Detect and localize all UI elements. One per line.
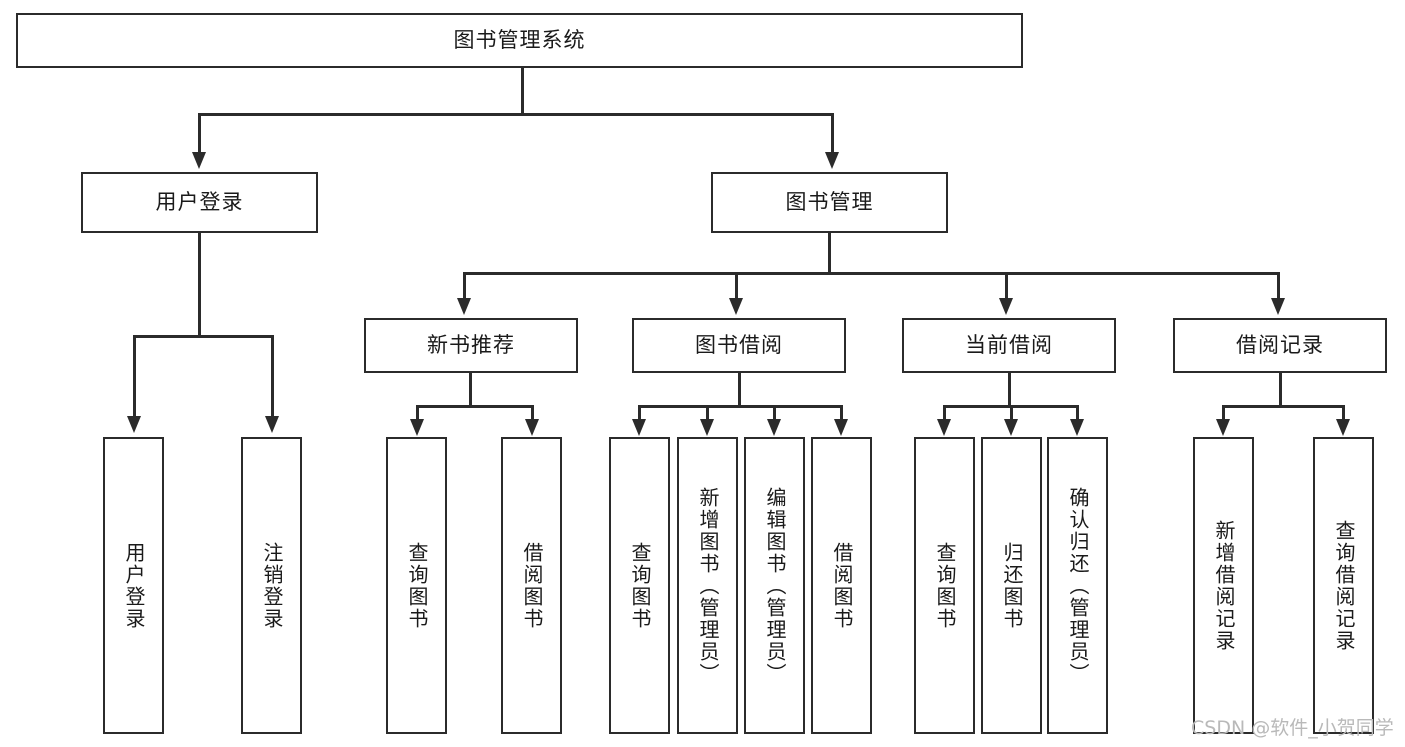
leaf-new-book-recommend-1[interactable]: 借阅图书 <box>501 437 562 734</box>
node-label: 查询图书 <box>933 541 957 630</box>
leaf-borrow-record-0[interactable]: 新增借阅记录 <box>1193 437 1254 734</box>
node-book-borrow[interactable]: 图书借阅 <box>632 318 846 373</box>
edge-book-borrow-to-leaf-0 <box>638 405 641 421</box>
edge-bm-to-new-book <box>463 272 466 300</box>
edge-borrow-record-to-leaf-1 <box>1342 405 1345 421</box>
edge-new-book-to-leaf-1 <box>531 405 534 421</box>
edge-book-borrow-bus <box>638 405 843 408</box>
watermark-text: CSDN @软件_小贺同学 <box>1191 717 1394 739</box>
node-label: 查询借阅记录 <box>1332 519 1356 652</box>
node-label: 用户登录 <box>122 541 146 630</box>
edge-root-stem <box>521 68 524 113</box>
edge-new-book-bus <box>416 405 534 408</box>
leaf-book-borrow-2[interactable]: 编辑图书（管理员） <box>744 437 805 734</box>
leaf-borrow-record-1[interactable]: 查询借阅记录 <box>1313 437 1374 734</box>
leaf-new-book-recommend-0[interactable]: 查询图书 <box>386 437 447 734</box>
arrow-book-borrow-to-leaf-0-icon <box>632 419 646 436</box>
node-label: 图书管理系统 <box>453 27 586 52</box>
node-book-management[interactable]: 图书管理 <box>711 172 948 233</box>
edge-root-bus <box>198 113 834 116</box>
edge-bm-to-borrow-record <box>1277 272 1280 300</box>
node-label: 新增借阅记录 <box>1212 519 1236 652</box>
edge-current-borrow-to-leaf-0 <box>943 405 946 421</box>
node-label: 注销登录 <box>260 541 284 630</box>
node-label: 确认归还（管理员） <box>1066 486 1090 685</box>
arrow-bm-to-current-borrow-icon <box>999 298 1013 315</box>
arrow-bm-to-book-borrow-icon <box>729 298 743 315</box>
node-label: 借阅图书 <box>520 541 544 630</box>
leaf-user-login-0[interactable]: 用户登录 <box>103 437 164 734</box>
edge-current-borrow-stem <box>1008 373 1011 405</box>
arrow-book-borrow-to-leaf-1-icon <box>700 419 714 436</box>
node-label: 查询图书 <box>405 541 429 630</box>
node-label: 用户登录 <box>155 189 244 214</box>
node-label: 查询图书 <box>628 541 652 630</box>
edge-borrow-record-to-leaf-0 <box>1222 405 1225 421</box>
node-label: 当前借阅 <box>965 332 1053 357</box>
edge-current-borrow-to-leaf-2 <box>1076 405 1079 421</box>
edge-user-login-stem <box>198 233 201 335</box>
edge-current-borrow-to-leaf-1 <box>1010 405 1013 421</box>
arrow-book-borrow-to-leaf-3-icon <box>834 419 848 436</box>
edge-root-to-user-login <box>198 113 201 153</box>
node-label: 新书推荐 <box>427 332 515 357</box>
edge-book-borrow-to-leaf-1 <box>706 405 709 421</box>
arrow-borrow-record-to-leaf-1-icon <box>1336 419 1350 436</box>
leaf-user-login-1[interactable]: 注销登录 <box>241 437 302 734</box>
edge-borrow-record-stem <box>1279 373 1282 405</box>
arrow-root-to-book-management-icon <box>825 152 839 169</box>
node-current-borrow[interactable]: 当前借阅 <box>902 318 1116 373</box>
arrow-new-book-to-leaf-0-icon <box>410 419 424 436</box>
arrow-user-login-to-leaf-1-icon <box>265 416 279 433</box>
node-new-book-recommend[interactable]: 新书推荐 <box>364 318 578 373</box>
arrow-current-borrow-to-leaf-1-icon <box>1004 419 1018 436</box>
node-label: 借阅图书 <box>830 541 854 630</box>
edge-book-borrow-to-leaf-2 <box>773 405 776 421</box>
node-user-login[interactable]: 用户登录 <box>81 172 318 233</box>
edge-user-login-to-leaf-0 <box>133 335 136 418</box>
leaf-current-borrow-0[interactable]: 查询图书 <box>914 437 975 734</box>
node-label: 编辑图书（管理员） <box>763 486 787 685</box>
edge-new-book-stem <box>469 373 472 405</box>
arrow-bm-to-borrow-record-icon <box>1271 298 1285 315</box>
arrow-new-book-to-leaf-1-icon <box>525 419 539 436</box>
edge-bm-to-book-borrow <box>735 272 738 300</box>
edge-user-login-to-leaf-1 <box>271 335 274 418</box>
node-root-library-management-system[interactable]: 图书管理系统 <box>16 13 1023 68</box>
leaf-book-borrow-1[interactable]: 新增图书（管理员） <box>677 437 738 734</box>
node-borrow-record[interactable]: 借阅记录 <box>1173 318 1387 373</box>
arrow-book-borrow-to-leaf-2-icon <box>767 419 781 436</box>
edge-root-to-book-management <box>831 113 834 153</box>
leaf-current-borrow-1[interactable]: 归还图书 <box>981 437 1042 734</box>
arrow-bm-to-new-book-icon <box>457 298 471 315</box>
edge-user-login-bus <box>133 335 274 338</box>
node-label: 归还图书 <box>1000 541 1024 630</box>
edge-borrow-record-bus <box>1222 405 1344 408</box>
edge-bm-to-current-borrow <box>1005 272 1008 300</box>
leaf-book-borrow-0[interactable]: 查询图书 <box>609 437 670 734</box>
edge-book-borrow-to-leaf-3 <box>840 405 843 421</box>
node-label: 图书借阅 <box>695 332 783 357</box>
edge-book-management-bus <box>463 272 1280 275</box>
leaf-current-borrow-2[interactable]: 确认归还（管理员） <box>1047 437 1108 734</box>
arrow-root-to-user-login-icon <box>192 152 206 169</box>
leaf-book-borrow-3[interactable]: 借阅图书 <box>811 437 872 734</box>
node-label: 图书管理 <box>785 189 874 214</box>
arrow-borrow-record-to-leaf-0-icon <box>1216 419 1230 436</box>
node-label: 新增图书（管理员） <box>696 486 720 685</box>
arrow-current-borrow-to-leaf-2-icon <box>1070 419 1084 436</box>
edge-book-management-stem <box>828 233 831 272</box>
edge-book-borrow-stem <box>738 373 741 405</box>
arrow-current-borrow-to-leaf-0-icon <box>937 419 951 436</box>
arrow-user-login-to-leaf-0-icon <box>127 416 141 433</box>
node-label: 借阅记录 <box>1236 332 1324 357</box>
edge-new-book-to-leaf-0 <box>416 405 419 421</box>
